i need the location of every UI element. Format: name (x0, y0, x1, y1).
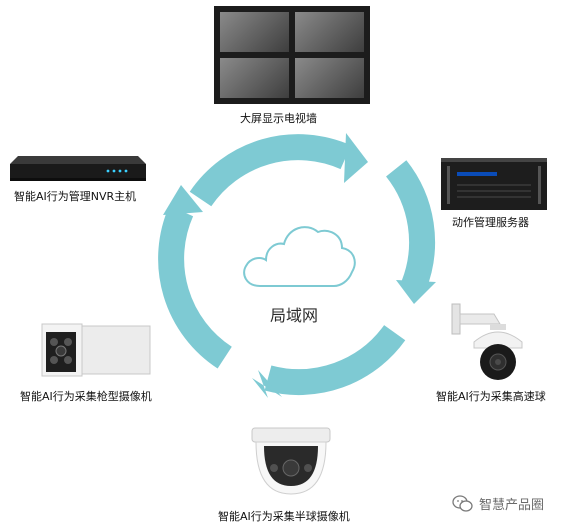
ring-arrowhead-left (163, 185, 203, 215)
bullet-camera-icon (41, 323, 151, 377)
half-dome-label: 智能AI行为采集半球摄像机 (218, 510, 350, 523)
ring-arrowhead-bottom (252, 370, 282, 398)
video-wall-icon (214, 6, 370, 104)
ring-arrowhead-right (396, 280, 436, 304)
ring-arrowhead-top-right (344, 133, 368, 183)
nvr-label: 智能AI行为管理NVR主机 (14, 190, 137, 203)
speed-dome-camera-icon (451, 303, 523, 380)
ring-arc-left (158, 205, 233, 369)
cloud-icon (243, 226, 356, 287)
watermark-text: 智慧产品圈 (479, 498, 545, 513)
bullet-cam-label: 智能AI行为采集枪型摄像机 (20, 390, 152, 403)
nvr-icon (10, 156, 146, 181)
dome-camera-icon (251, 427, 331, 495)
watermark: 智慧产品圈 (452, 494, 544, 513)
ring-arc-bottom (264, 324, 406, 395)
video-wall-label: 大屏显示电视墙 (240, 112, 317, 125)
action-server-label: 动作管理服务器 (452, 216, 529, 229)
lan-label: 局域网 (270, 306, 319, 325)
rack-server-icon (441, 158, 547, 210)
ring-arc-right (385, 160, 436, 291)
wechat-icon (452, 494, 473, 512)
speed-dome-label: 智能AI行为采集高速球 (436, 390, 546, 403)
ring-arc-top-right (189, 134, 352, 207)
